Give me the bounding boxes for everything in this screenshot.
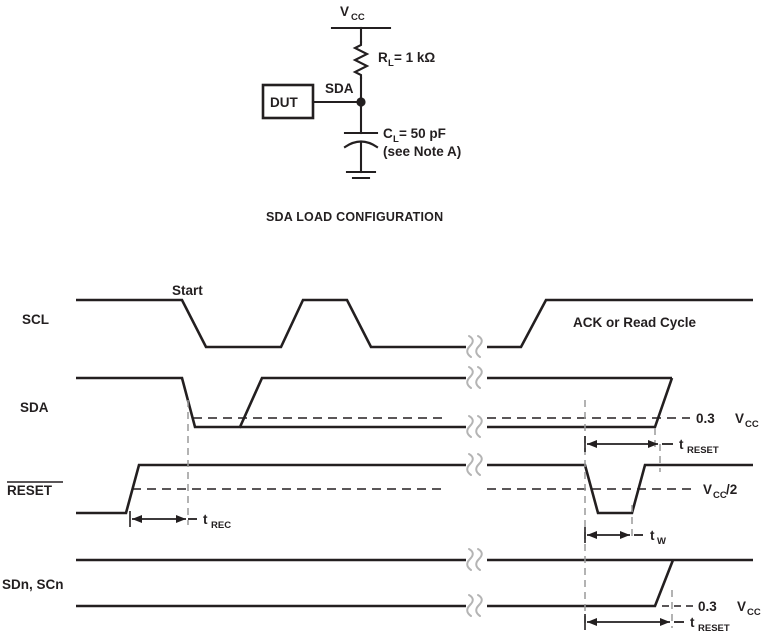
t-rec-arrowhead-right: [176, 515, 186, 523]
reset-threshold-value-sub: CC: [713, 490, 727, 501]
sda-threshold-unit-sub: CC: [745, 419, 759, 430]
dut-label: DUT: [270, 95, 298, 110]
signal-label-sdn-scn: SDn, SCn: [2, 577, 64, 592]
sda-node-label: SDA: [325, 81, 354, 96]
capacitor-value-text: = 50 pF: [399, 126, 446, 141]
signal-label-reset-group: RESET: [7, 481, 63, 498]
annotation-ack-read-cycle: ACK or Read Cycle: [573, 315, 697, 330]
t-rec-arrowhead-left: [132, 515, 142, 523]
t-reset-lower-arrowhead-left: [587, 618, 597, 626]
t-w-arrowhead-left: [587, 531, 597, 539]
waveform-scl-right: [487, 298, 753, 349]
t-reset-lower-label-sub: RESET: [698, 623, 730, 633]
measurement-t-w: t W: [584, 527, 666, 547]
t-reset-lower-arrowhead-right: [660, 618, 670, 626]
t-reset-upper-label-sub: RESET: [687, 445, 719, 456]
break-mark-icon: [466, 594, 483, 617]
t-reset-upper-arrowhead-right: [648, 440, 658, 448]
sda-load-schematic: V CC R L = 1 kΩ DUT SDA C L = 50 pF (see…: [261, 4, 461, 224]
waveform-sda-left: [76, 376, 466, 429]
sdn-threshold-unit: V: [737, 599, 746, 614]
break-mark-icon: [466, 415, 483, 438]
t-w-label: t: [650, 528, 655, 543]
schematic-caption: SDA LOAD CONFIGURATION: [266, 210, 443, 224]
measurement-t-reset-lower: t RESET: [584, 614, 730, 633]
sdn-threshold-unit-sub: CC: [747, 607, 761, 618]
vcc-label: V: [340, 4, 349, 19]
resistor-icon: [352, 40, 370, 80]
vcc-label-sub: CC: [351, 12, 365, 23]
measurement-t-reset-upper: t RESET: [584, 436, 719, 456]
annotation-start: Start: [172, 283, 203, 298]
resistor-value-text: = 1 kΩ: [394, 50, 435, 65]
break-mark-icon: [466, 366, 483, 389]
t-reset-upper-arrowhead-left: [587, 440, 597, 448]
waveform-sda-rise-right: [487, 377, 674, 429]
t-rec-label: t: [203, 512, 208, 527]
capacitor-note: (see Note A): [383, 144, 461, 159]
reset-threshold-value: V: [703, 482, 712, 497]
capacitor-value-label: C: [383, 126, 393, 141]
signal-label-reset: RESET: [7, 483, 53, 498]
ground-icon: [345, 170, 377, 180]
reset-threshold-value-tail: /2: [726, 482, 737, 497]
resistor-value-label: R: [378, 50, 388, 65]
waveform-reset-right: [487, 463, 753, 515]
break-mark-icon: [466, 335, 483, 358]
sda-threshold-value: 0.3: [696, 411, 715, 426]
resistor-value-sub: L: [388, 58, 394, 69]
signal-label-scl: SCL: [22, 312, 49, 327]
waveform-reset-left: [76, 463, 466, 515]
t-rec-label-sub: REC: [211, 520, 231, 531]
sdn-threshold-value: 0.3: [698, 599, 717, 614]
dut-box: [261, 83, 315, 120]
t-reset-lower-label: t: [690, 615, 695, 630]
waveform-scl-left: [76, 298, 466, 349]
t-w-arrowhead-right: [620, 531, 630, 539]
break-mark-icon: [466, 453, 483, 476]
t-w-label-sub: W: [657, 536, 666, 547]
t-reset-upper-label: t: [679, 437, 684, 452]
capacitor-value-sub: L: [393, 134, 399, 145]
measurement-t-rec: t REC: [129, 511, 231, 531]
break-mark-icon: [466, 548, 483, 571]
sda-threshold-unit: V: [735, 411, 744, 426]
timing-diagram: SCL SDA RESET SDn, SCn Start ACK or Read…: [2, 283, 761, 633]
waveform-sdn-scn-rise-right: [487, 559, 675, 608]
signal-label-sda: SDA: [20, 400, 49, 415]
